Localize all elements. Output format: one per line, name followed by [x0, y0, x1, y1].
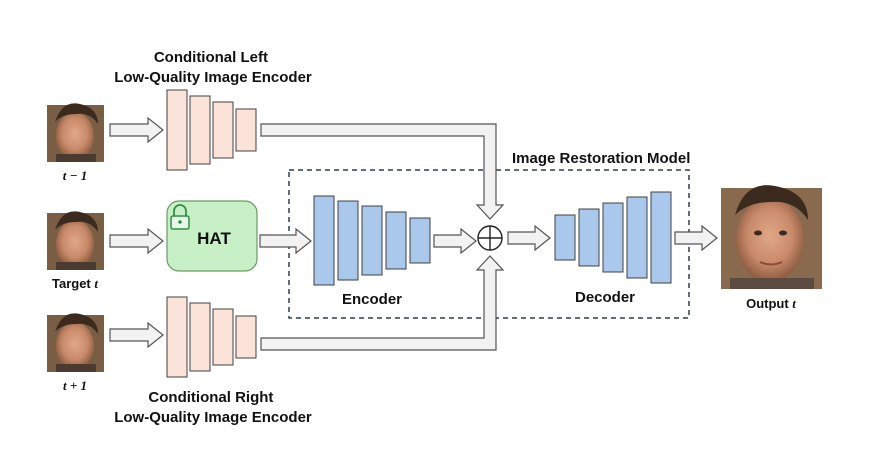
hat-label: HAT: [197, 229, 231, 248]
arrow-target-to-hat: [109, 227, 164, 255]
frame-target-prefix: Target: [52, 276, 94, 291]
svg-text:Output t: Output t: [746, 296, 796, 311]
input-frame-prev: [47, 103, 104, 162]
restoration-decoder: [554, 191, 672, 284]
left-encoder-title-line2: Low-Quality Image Encoder: [114, 69, 312, 86]
encoder-label: Encoder: [342, 291, 402, 308]
left-encoder-title: Conditional Left Low-Quality Image Encod…: [114, 49, 312, 86]
arrow-encoder-to-fusion: [433, 227, 477, 255]
arrow-fusion-to-decoder: [507, 224, 551, 252]
image-restoration-model-title: Image Restoration Model: [512, 150, 690, 167]
left-encoder-title-line1: Conditional Left: [154, 49, 268, 66]
frame-prev-label: t − 1: [63, 168, 88, 183]
input-frame-target: [47, 211, 104, 270]
restoration-encoder: [313, 195, 431, 286]
lock-icon: [170, 204, 190, 230]
svg-text:t + 1: t + 1: [63, 378, 87, 393]
right-encoder-title-line1: Conditional Right: [148, 389, 273, 406]
decoder-label: Decoder: [575, 289, 635, 306]
arrow-next-to-right-encoder: [109, 321, 164, 349]
output-prefix: Output: [746, 296, 792, 311]
left-lq-encoder: [166, 89, 257, 171]
right-encoder-title-line2: Low-Quality Image Encoder: [114, 409, 312, 426]
arrow-hat-to-encoder: [259, 227, 312, 255]
frame-next-label: t + 1: [63, 378, 87, 393]
svg-text:Target t: Target t: [52, 276, 98, 291]
arrow-prev-to-left-encoder: [109, 116, 164, 144]
hat-block: HAT: [166, 200, 258, 272]
input-frame-next: [47, 313, 104, 372]
output-label: t: [792, 296, 796, 311]
right-lq-encoder: [166, 296, 257, 378]
svg-text:t − 1: t − 1: [63, 168, 88, 183]
circled-plus-icon: [477, 225, 503, 251]
output-frame: [721, 185, 822, 289]
arrow-decoder-to-output: [674, 224, 718, 252]
frame-target-label: t: [94, 276, 98, 291]
right-encoder-title: Conditional Right Low-Quality Image Enco…: [114, 389, 312, 426]
arrow-right-encoder-to-fusion: [260, 255, 505, 351]
arrow-left-encoder-to-fusion: [260, 123, 505, 220]
